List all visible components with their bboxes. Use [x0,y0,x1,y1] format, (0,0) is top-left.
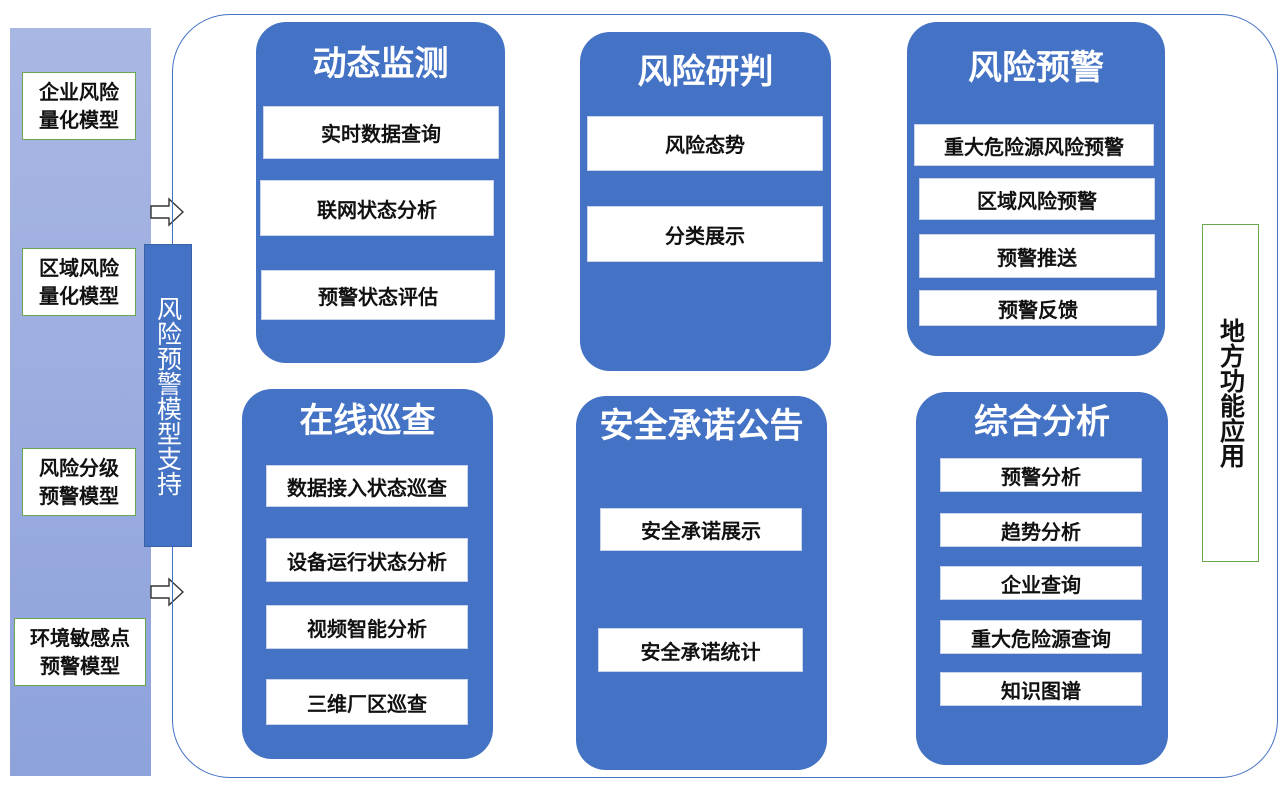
item-warning-push[interactable]: 预警推送 [919,234,1155,278]
arrow-right-icon [150,577,184,607]
panel-dynamic-monitoring: 动态监测 实时数据查询 联网状态分析 预警状态评估 [256,22,505,363]
item-trend-analysis[interactable]: 趋势分析 [940,513,1142,547]
item-category-display[interactable]: 分类展示 [587,206,823,262]
item-network-status-analysis[interactable]: 联网状态分析 [260,180,494,236]
arrow-right-icon [150,197,184,227]
risk-model-support-label: 风险预警模型支持 [144,244,192,547]
model-box-regional-risk: 区域风险 量化模型 [22,248,136,316]
panel-title: 综合分析 [974,402,1110,442]
panel-title: 安全承诺公告 [599,406,804,446]
item-warning-feedback[interactable]: 预警反馈 [919,290,1157,326]
panel-online-inspection: 在线巡查 数据接入状态巡查 设备运行状态分析 视频智能分析 三维厂区巡查 [242,389,493,759]
panel-title: 在线巡查 [299,401,436,441]
item-realtime-data-query[interactable]: 实时数据查询 [263,106,499,159]
item-regional-warning[interactable]: 区域风险预警 [919,178,1155,220]
item-data-access-inspection[interactable]: 数据接入状态巡查 [266,465,468,507]
panel-comprehensive-analysis: 综合分析 预警分析 趋势分析 企业查询 重大危险源查询 知识图谱 [916,392,1168,765]
item-commitment-statistics[interactable]: 安全承诺统计 [598,628,803,672]
panel-title: 风险研判 [637,52,774,92]
item-alert-status-evaluation[interactable]: 预警状态评估 [261,270,495,320]
panel-safety-commitment: 安全承诺公告 安全承诺展示 安全承诺统计 [576,396,827,770]
model-box-sensitive-point: 环境敏感点 预警模型 [14,618,146,686]
panel-risk-warning: 风险预警 重大危险源风险预警 区域风险预警 预警推送 预警反馈 [907,22,1165,356]
item-knowledge-graph[interactable]: 知识图谱 [940,672,1142,706]
model-box-risk-grading: 风险分级 预警模型 [22,448,136,516]
item-commitment-display[interactable]: 安全承诺展示 [600,508,802,551]
model-box-enterprise-risk: 企业风险 量化模型 [22,72,136,140]
panel-risk-assessment: 风险研判 风险态势 分类展示 [580,32,831,371]
panel-title: 风险预警 [968,48,1104,88]
item-major-hazard-warning[interactable]: 重大危险源风险预警 [914,124,1154,166]
panel-title: 动态监测 [312,44,449,84]
local-function-label: 地方功能应用 [1202,224,1259,562]
item-major-hazard-query[interactable]: 重大危险源查询 [940,620,1142,654]
item-equipment-status-analysis[interactable]: 设备运行状态分析 [266,538,468,582]
item-video-analysis[interactable]: 视频智能分析 [266,605,468,649]
item-3d-plant-inspection[interactable]: 三维厂区巡查 [266,679,468,725]
item-risk-trend[interactable]: 风险态势 [587,116,823,171]
item-enterprise-query[interactable]: 企业查询 [940,566,1142,600]
item-warning-analysis[interactable]: 预警分析 [940,458,1142,492]
